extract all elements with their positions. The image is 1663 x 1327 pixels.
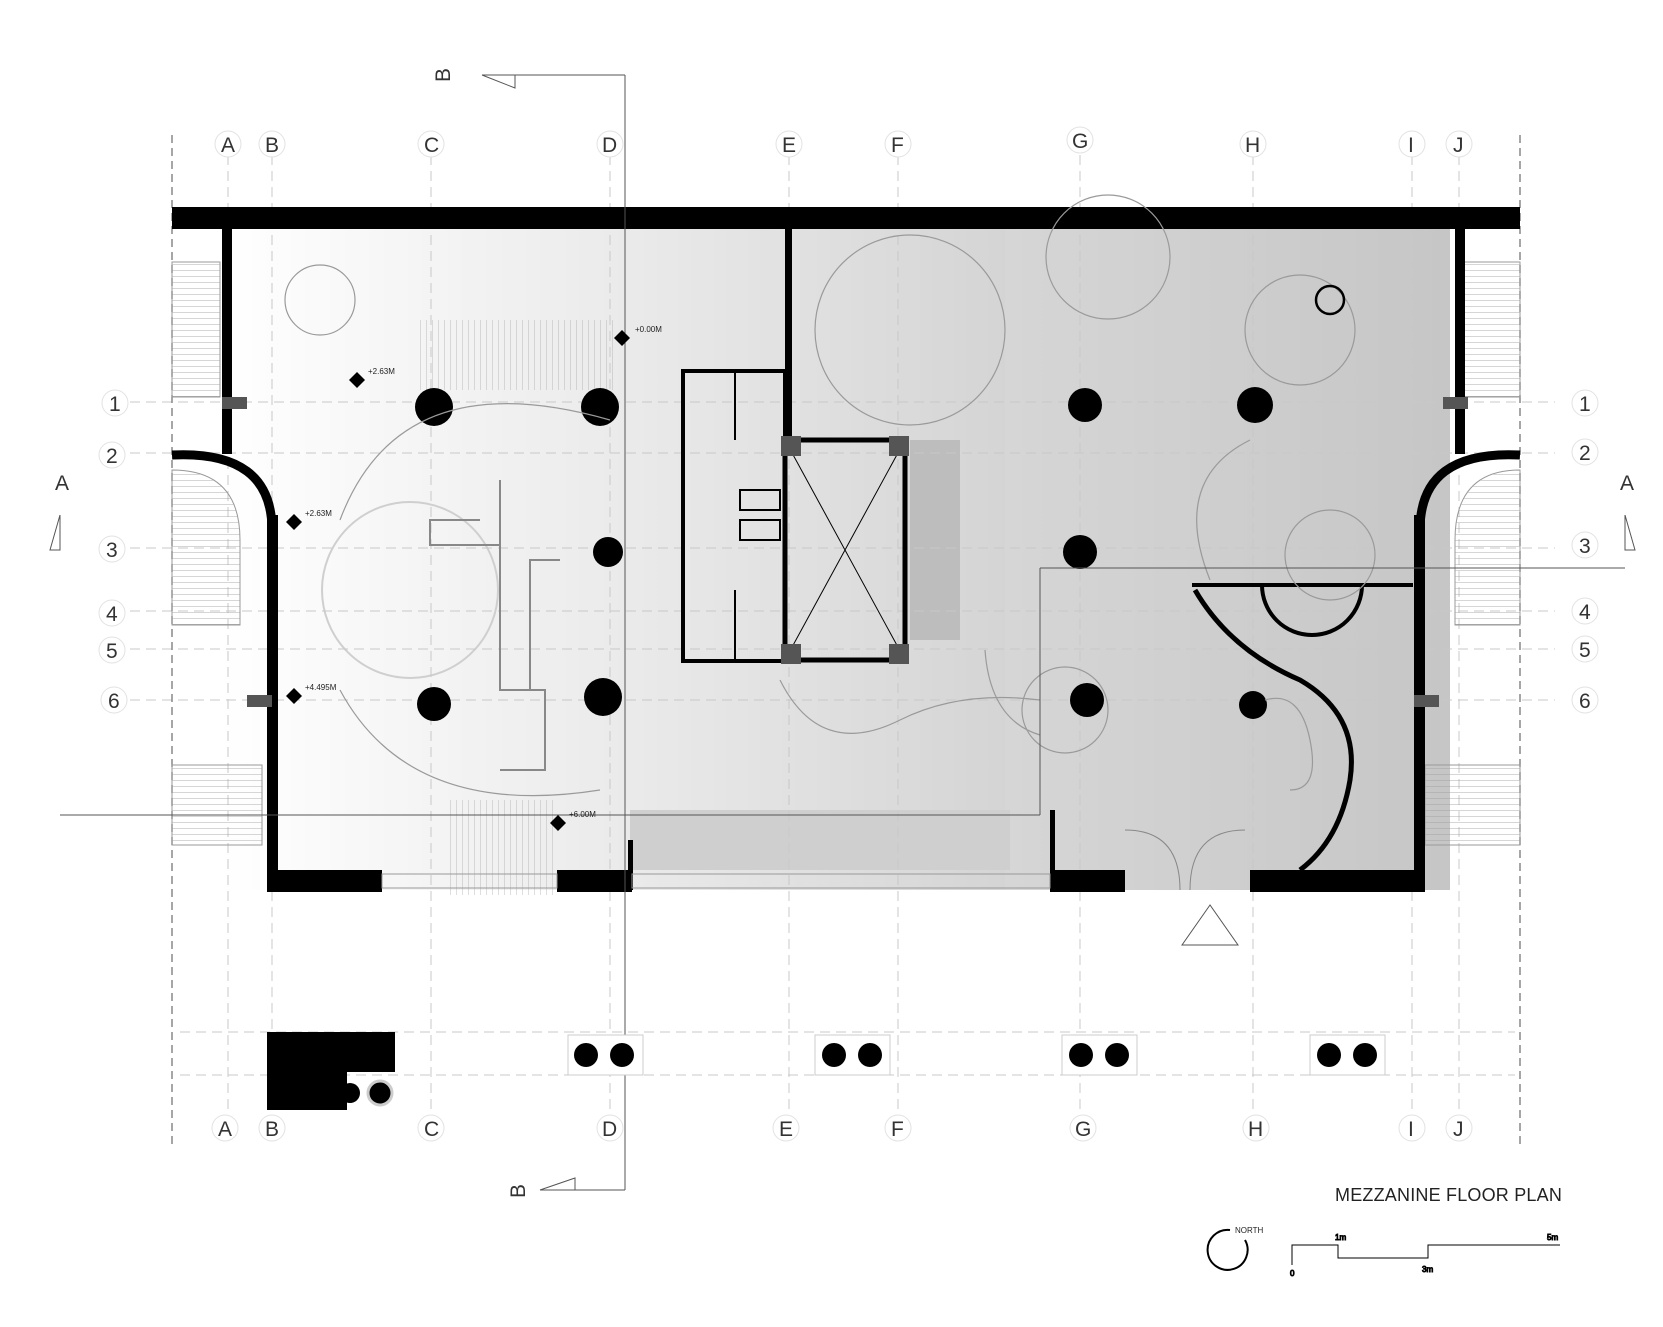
column-c1 [415, 388, 453, 426]
section-b-top: B [432, 68, 455, 82]
furniture-outlines [284, 194, 1376, 797]
column-label-top: H [1245, 134, 1260, 157]
level-marker-3: +4.495M [286, 683, 337, 704]
row-label-right: 1 [1579, 393, 1591, 416]
column-g1 [1068, 388, 1102, 422]
curved-walls [171, 450, 1521, 872]
column-label-bottom: A [218, 1118, 232, 1141]
column-label-bottom: H [1248, 1118, 1263, 1141]
column-c6 [417, 687, 451, 721]
scale-bar: 0 1m 3m 5m [1290, 1233, 1560, 1279]
level-marker-2: +2.63M [286, 509, 332, 530]
column-label-top: F [891, 134, 904, 157]
column-d3 [593, 537, 623, 567]
section-a-right: A [1620, 472, 1634, 495]
column-label-top: C [424, 134, 439, 157]
row-label-right: 6 [1579, 690, 1591, 713]
row-label-right: 5 [1579, 639, 1591, 662]
column-label-top: I [1408, 134, 1414, 157]
section-b-bottom: B [507, 1184, 530, 1198]
column-label-bottom: F [891, 1118, 904, 1141]
scale-label: 1m [1335, 1233, 1346, 1242]
row-label-left: 6 [108, 690, 120, 713]
side-stairs [171, 261, 1521, 895]
column-label-top: J [1453, 134, 1464, 157]
drawing-title: MEZZANINE FLOOR PLAN [1335, 1185, 1563, 1205]
scale-label: 0 [1290, 1269, 1295, 1278]
column-label-top: E [782, 134, 796, 157]
column-d1 [581, 388, 619, 426]
row-label-left: 5 [106, 640, 118, 663]
exterior-elements [267, 1032, 1386, 1110]
row-label-right: 3 [1579, 535, 1591, 558]
row-label-left: 4 [106, 603, 118, 626]
row-labels-right: 1 2 3 4 5 6 [1571, 389, 1599, 714]
level-markers: +0.00M +2.63M +2.63M +4.495M +6.00M [286, 325, 662, 831]
level-marker-1: +2.63M [349, 367, 395, 388]
section-a-left: A [55, 472, 69, 495]
level-marker-4: +6.00M [550, 810, 596, 831]
reception-desk [429, 480, 560, 771]
level-marker-0: +0.00M [614, 325, 662, 346]
column-label-bottom: I [1408, 1118, 1414, 1141]
columns [415, 387, 1273, 721]
level-label-0: +0.00M [635, 325, 662, 334]
level-label-4: +6.00M [569, 810, 596, 819]
level-label-3: +4.495M [305, 683, 337, 692]
column-label-bottom: C [424, 1118, 439, 1141]
column-g6 [1070, 683, 1104, 717]
scale-label: 5m [1547, 1233, 1558, 1242]
column-label-bottom: D [602, 1118, 617, 1141]
row-labels-left: 1 2 3 4 5 6 [98, 389, 129, 714]
scale-label: 3m [1422, 1265, 1433, 1274]
column-label-top: G [1072, 130, 1088, 153]
entry-door [1124, 829, 1246, 946]
row-label-left: 1 [109, 393, 121, 416]
section-markers [49, 74, 1636, 1191]
north-label: NORTH [1235, 1226, 1264, 1235]
north-arrow: NORTH [1206, 1226, 1264, 1271]
washroom-core [681, 369, 908, 663]
column-label-bottom: B [265, 1118, 279, 1141]
core-pilasters [781, 436, 909, 664]
column-labels-bottom: A B C D E F G H I J [211, 1114, 1473, 1142]
row-label-left: 3 [106, 539, 118, 562]
facade-windows [381, 873, 1051, 889]
column-label-top: B [265, 134, 279, 157]
column-d6 [584, 678, 622, 716]
row-label-right: 4 [1579, 601, 1591, 624]
column-labels-top: A B C D E F G H I J [214, 126, 1473, 158]
grid-lines [130, 155, 1555, 1120]
column-label-bottom: J [1453, 1118, 1464, 1141]
column-label-top: A [221, 134, 235, 157]
column-label-top: D [602, 134, 617, 157]
column-label-bottom: E [779, 1118, 793, 1141]
level-label-2: +2.63M [305, 509, 332, 518]
row-label-right: 2 [1579, 442, 1591, 465]
floor-area [220, 225, 1450, 890]
column-label-bottom: G [1075, 1118, 1091, 1141]
column-h1 [1237, 387, 1273, 423]
level-label-1: +2.63M [368, 367, 395, 376]
row-label-left: 2 [106, 445, 118, 468]
wall-stubs [222, 397, 1468, 707]
column-h6 [1239, 691, 1267, 719]
column-g3 [1063, 535, 1097, 569]
